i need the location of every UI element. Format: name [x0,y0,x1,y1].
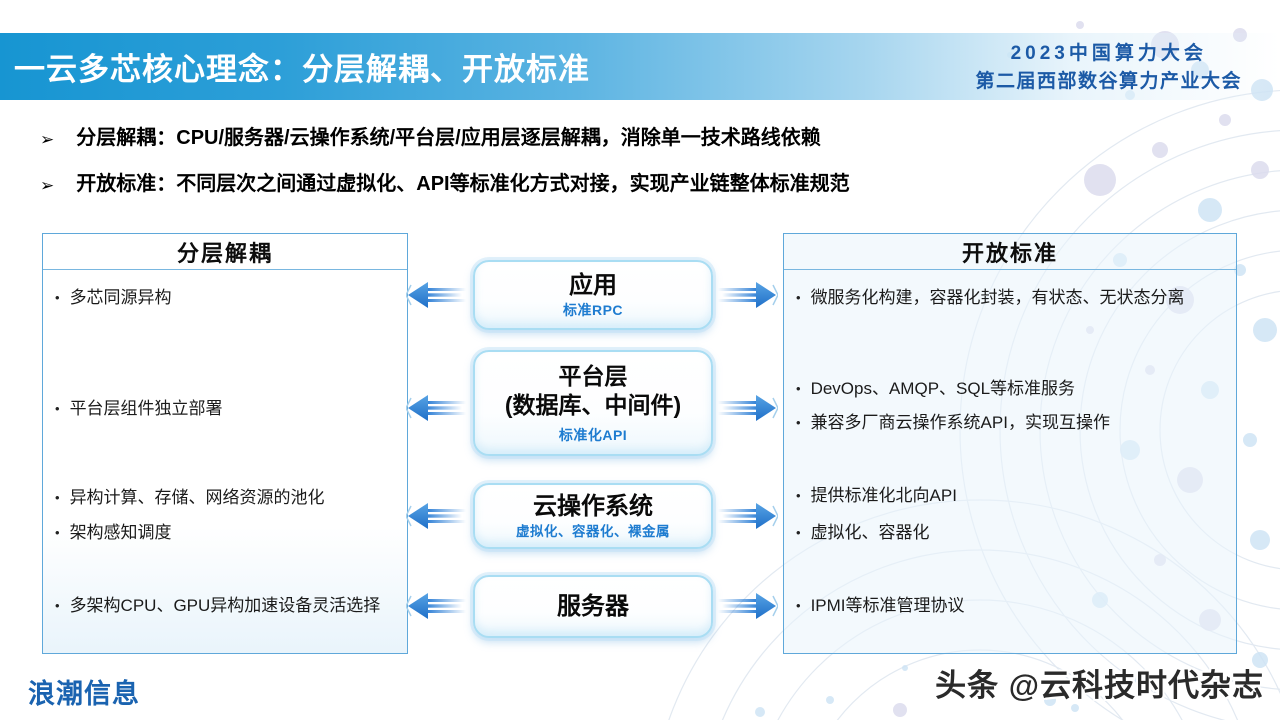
flow-arrow-left-icon [406,593,466,619]
conference-line1: 2023中国算力大会 [1010,43,1207,64]
left-panel-decoupling: 分层解耦 多芯同源异构 平台层组件独立部署 异构计算、存储、网络资源的池化 架构… [42,233,408,654]
layer-title: 应用 [569,271,617,299]
list-item: 多架构CPU、GPU异构加速设备灵活选择 [55,594,401,619]
intro-bullet-text: 分层解耦：CPU/服务器/云操作系统/平台层/应用层逐层解耦，消除单一技术路线依… [76,127,821,149]
layer-box-cloud-os: 云操作系统 虚拟化、容器化、裸金属 [473,483,713,549]
layer-box-platform: 平台层 (数据库、中间件) 标准化API [473,350,713,456]
arrow-bullet-icon: ➢ [40,176,55,195]
left-panel-title: 分层解耦 [43,234,407,270]
list-item: 架构感知调度 [55,521,401,546]
flow-arrow-right-icon [718,395,778,421]
list-item: 多芯同源异构 [55,286,401,311]
layer-subtitle: 虚拟化、容器化、裸金属 [516,523,670,539]
list-item: 虚拟化、容器化 [796,521,1230,546]
layer-title: 云操作系统 [533,492,653,520]
flow-arrow-left-icon [406,282,466,308]
list-item: 兼容多厂商云操作系统API，实现互操作 [796,411,1230,436]
layer-box-application: 应用 标准RPC [473,260,713,330]
list-item: 平台层组件独立部署 [55,397,401,422]
right-panel-open-standards: 开放标准 微服务化构建，容器化封装，有状态、无状态分离 DevOps、AMQP、… [783,233,1237,654]
intro-bullet: ➢ 分层解耦：CPU/服务器/云操作系统/平台层/应用层逐层解耦，消除单一技术路… [40,124,850,154]
layer-box-server: 服务器 [473,575,713,638]
arrow-bullet-icon: ➢ [40,130,55,149]
flow-arrow-right-icon [718,503,778,529]
header-bar: 一云多芯核心理念：分层解耦、开放标准 [0,33,1280,100]
layer-title: 平台层 (数据库、中间件) [504,362,682,418]
intro-bullet: ➢ 开放标准：不同层次之间通过虚拟化、API等标准化方式对接，实现产业链整体标准… [40,170,850,200]
page-title: 一云多芯核心理念：分层解耦、开放标准 [14,52,590,87]
intro-bullets: ➢ 分层解耦：CPU/服务器/云操作系统/平台层/应用层逐层解耦，消除单一技术路… [40,124,850,216]
conference-line2: 第二届西部数谷算力产业大会 [975,71,1242,92]
intro-bullet-text: 开放标准：不同层次之间通过虚拟化、API等标准化方式对接，实现产业链整体标准规范 [76,173,850,195]
layer-subtitle: 标准RPC [562,301,624,318]
layer-subtitle: 标准化API [558,426,628,443]
conference-title: 2023中国算力大会 第二届西部数谷算力产业大会 [975,40,1242,96]
inspur-logo: 浪潮信息 [28,679,140,709]
list-item: 提供标准化北向API [796,484,1230,509]
list-item: 微服务化构建，容器化封装，有状态、无状态分离 [796,286,1230,311]
list-item: IPMI等标准管理协议 [796,594,1230,619]
right-panel-title: 开放标准 [784,234,1236,270]
flow-arrow-left-icon [406,395,466,421]
list-item: DevOps、AMQP、SQL等标准服务 [796,377,1230,402]
watermark: 头条 @云科技时代杂志 [935,668,1264,703]
flow-arrow-right-icon [718,282,778,308]
flow-arrow-right-icon [718,593,778,619]
layer-title: 服务器 [557,592,629,620]
list-item: 异构计算、存储、网络资源的池化 [55,486,401,511]
flow-arrow-left-icon [406,503,466,529]
